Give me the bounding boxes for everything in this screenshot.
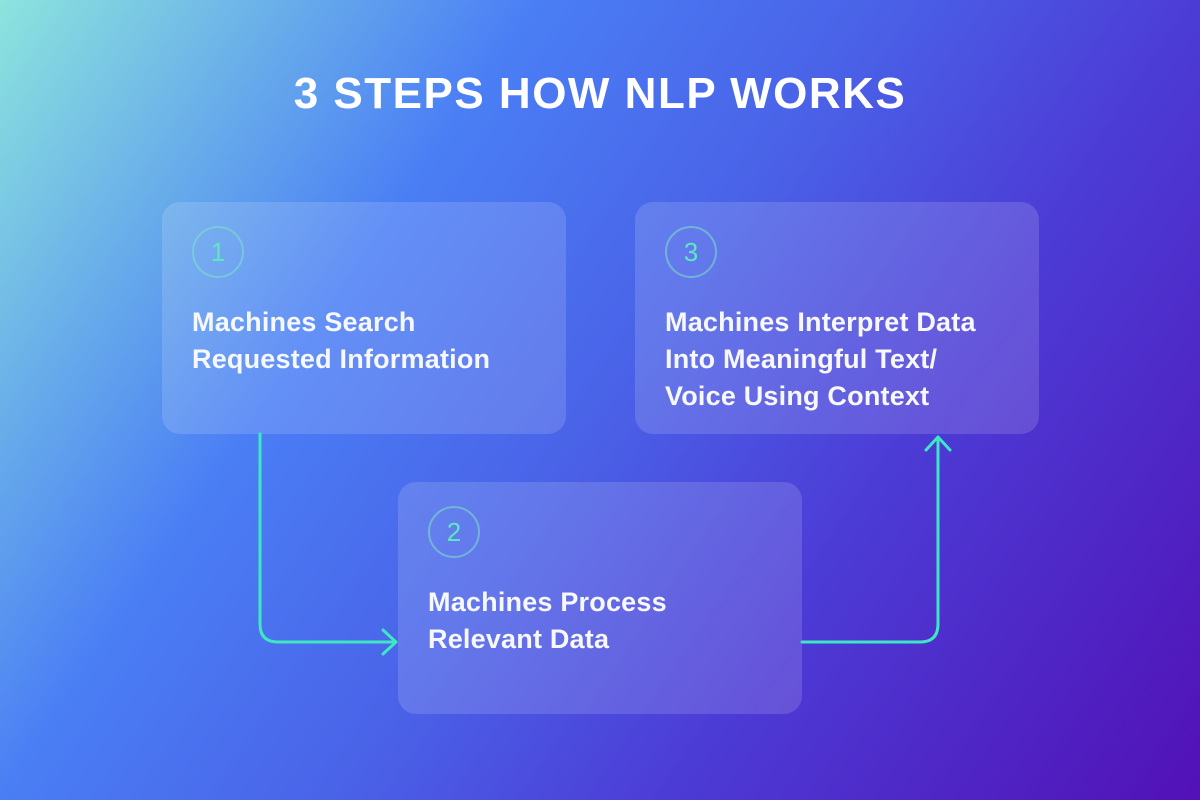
- arrow-step2-to-step3-head: [924, 435, 952, 452]
- step-1-number: 1: [210, 236, 226, 267]
- arrow-step1-to-step2-head: [381, 628, 398, 656]
- step-2-number-badge: 2: [428, 506, 480, 558]
- step-card-1: 1 Machines Search Requested Information: [162, 202, 566, 434]
- step-3-number-badge: 3: [665, 226, 717, 278]
- step-card-3: 3 Machines Interpret Data Into Meaningfu…: [635, 202, 1039, 434]
- step-2-label: Machines Process Relevant Data: [428, 587, 667, 654]
- step-2-number: 2: [446, 516, 462, 547]
- step-1-label: Machines Search Requested Information: [192, 307, 491, 374]
- step-card-2: 2 Machines Process Relevant Data: [398, 482, 802, 714]
- page-title: 3 STEPS HOW NLP WORKS: [293, 69, 907, 118]
- step-1-number-badge: 1: [192, 226, 244, 278]
- step-3-number: 3: [683, 236, 699, 267]
- step-3-label: Machines Interpret Data Into Meaningful …: [665, 307, 976, 411]
- arrow-step2-to-step3: [800, 438, 940, 644]
- arrow-step1-to-step2: [258, 432, 396, 644]
